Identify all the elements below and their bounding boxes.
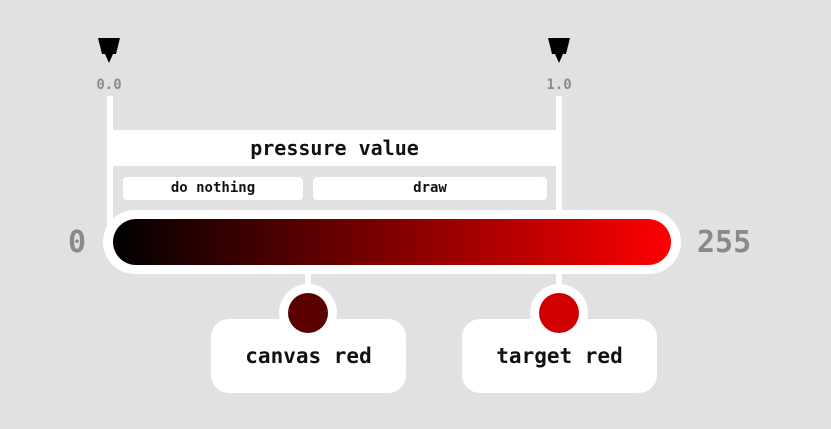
pressure-value-header: pressure value [107, 130, 562, 166]
pressure-value-title: pressure value [250, 136, 419, 160]
pen-nib-icon-right [548, 38, 570, 64]
bar-max-label: 255 [697, 225, 752, 260]
pen-nib-icon-left [98, 38, 120, 64]
chip-draw: draw [313, 177, 547, 200]
bar-min-label: 0 [68, 225, 87, 260]
canvas-leader-line [305, 262, 311, 302]
target-leader-line [556, 262, 562, 302]
target-red-swatch [539, 293, 579, 333]
gradient-bar [113, 219, 671, 265]
chip-do-nothing: do nothing [123, 177, 303, 200]
canvas-red-swatch [288, 293, 328, 333]
pen-right-value: 1.0 [546, 77, 572, 93]
pen-left-value: 0.0 [96, 77, 122, 93]
